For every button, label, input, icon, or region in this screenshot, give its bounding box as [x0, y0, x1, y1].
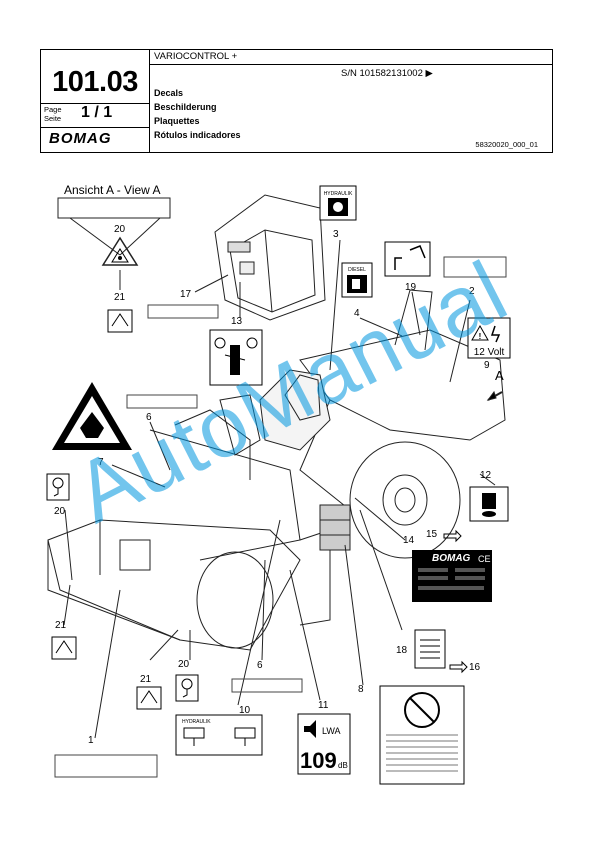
blank-label-1 [443, 256, 507, 278]
page-value: 1 / 1 [81, 104, 113, 121]
callout-21c: 21 [140, 674, 152, 685]
view-a-arrow-label: A [495, 368, 504, 383]
svg-text:109: 109 [300, 748, 337, 773]
callout-15: 15 [426, 529, 438, 540]
blank-label-5 [54, 754, 158, 778]
callout-10: 10 [239, 705, 251, 716]
sound-power-decal: LWA 109 dB [297, 713, 351, 775]
decal-18 [414, 629, 446, 669]
crush-warning-decal [52, 382, 132, 450]
hook-decal-a [46, 473, 70, 501]
arrow-16-icon [449, 660, 468, 674]
callout-19: 19 [405, 282, 417, 293]
tiedown-decal-a [107, 309, 133, 333]
callout-20b: 20 [54, 506, 66, 517]
title-de: Beschilderung [154, 102, 217, 112]
decal-13 [209, 329, 263, 386]
hydraulik-decal: HYDRAULIK [319, 185, 357, 221]
callout-16: 16 [469, 662, 481, 673]
hook-decal-b [175, 674, 199, 702]
blank-label-4 [231, 678, 303, 693]
callout-20: 20 [114, 224, 126, 235]
blank-label-3 [126, 394, 198, 409]
svg-text:CE: CE [478, 554, 491, 564]
instruction-decal [379, 685, 465, 785]
callout-11: 11 [318, 700, 329, 711]
model-name: VARIOCONTROL + [154, 51, 238, 62]
tiedown-decal-c [136, 686, 162, 710]
callout-8: 8 [358, 684, 364, 695]
title-en: Decals [154, 88, 184, 98]
callout-21b: 21 [55, 620, 67, 631]
svg-text:HYDRAULIK: HYDRAULIK [324, 191, 353, 197]
document-number: 101.03 [52, 66, 138, 98]
hook-decal-view-a [111, 248, 129, 263]
svg-text:HYDRAULIK: HYDRAULIK [182, 719, 211, 725]
svg-text:LWA: LWA [322, 726, 341, 736]
callout-12: 12 [480, 470, 492, 481]
type-plate: BOMAG CE [412, 550, 492, 602]
callout-18: 18 [396, 645, 408, 656]
callout-13: 13 [231, 316, 243, 327]
view-a-label: Ansicht A - View A [64, 183, 161, 197]
svg-text:BOMAG: BOMAG [432, 553, 471, 564]
12-volt-decal: ! 12 Volt [467, 317, 511, 359]
svg-text:DIESEL: DIESEL [348, 267, 366, 273]
callout-7: 7 [98, 457, 104, 468]
callout-4: 4 [354, 308, 360, 319]
arrow-right-icon: ▶ [425, 68, 433, 79]
reference-code: 58320020_000_01 [475, 140, 538, 149]
callout-6b: 6 [257, 660, 263, 671]
callout-6a: 6 [146, 412, 152, 423]
callout-9: 9 [484, 360, 490, 371]
callout-17: 17 [180, 289, 192, 300]
decal-19 [384, 241, 431, 277]
blank-label-2 [147, 304, 219, 319]
callout-3: 3 [333, 229, 339, 240]
svg-text:!: ! [479, 332, 482, 341]
callout-2: 2 [469, 286, 475, 297]
hydraulik-panel-decal: HYDRAULIK [175, 714, 263, 756]
view-a-panel [57, 197, 171, 219]
bomag-logo: BOMAG [49, 130, 112, 147]
callout-21: 21 [114, 292, 126, 303]
callout-20c: 20 [178, 659, 190, 670]
tiedown-decal-b [51, 636, 77, 660]
title-fr: Plaquettes [154, 116, 200, 126]
diesel-decal: DIESEL [341, 262, 373, 298]
title-es: Rótulos indicadores [154, 130, 241, 140]
svg-text:dB: dB [338, 761, 348, 770]
decal-12 [469, 486, 509, 522]
callout-1: 1 [88, 735, 94, 746]
serial-number: S/N 101582131002 ▶ [341, 68, 433, 79]
svg-text:12 Volt: 12 Volt [474, 347, 505, 358]
callout-14: 14 [403, 535, 415, 546]
arrow-15-icon [443, 529, 462, 543]
